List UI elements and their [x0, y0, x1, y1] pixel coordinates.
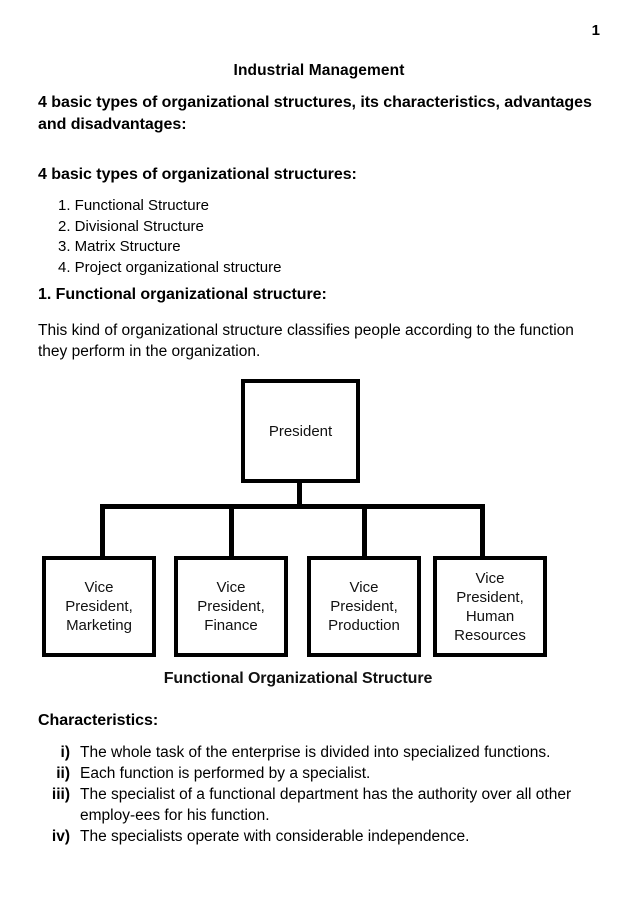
- org-node-label: Vice President, Human Resources: [454, 569, 526, 644]
- list-item: 1. Functional Structure: [58, 197, 209, 214]
- functional-structure-paragraph: This kind of organizational structure cl…: [38, 322, 574, 360]
- characteristics-heading: Characteristics:: [38, 712, 159, 729]
- connector-drop-production: [362, 504, 367, 558]
- connector-drop-marketing: [100, 504, 105, 558]
- org-node-label: President: [268, 422, 333, 440]
- list-item-text: The whole task of the enterprise is divi…: [80, 744, 551, 761]
- list-item-marker: i): [60, 744, 70, 761]
- list-item: ii) Each function is performed by a spec…: [38, 763, 618, 784]
- org-chart-caption: Functional Organizational Structure: [163, 670, 433, 687]
- connector-horizontal-bus: [100, 504, 485, 509]
- connector-drop-finance: [229, 504, 234, 558]
- list-item: iii) The specialist of a functional depa…: [38, 784, 618, 826]
- document-title: Industrial Management: [233, 62, 405, 79]
- list-item: i) The whole task of the enterprise is d…: [38, 742, 618, 763]
- functional-structure-heading: 1. Functional organizational structure:: [38, 286, 327, 303]
- org-node-label: Vice President, Finance: [197, 579, 265, 634]
- list-item-marker: ii): [56, 765, 70, 782]
- structure-types-list: 1. Functional Structure 2. Divisional St…: [58, 196, 598, 278]
- list-item-text: The specialists operate with considerabl…: [80, 828, 470, 845]
- list-item-marker: iv): [51, 828, 70, 845]
- list-item-marker: iii): [51, 786, 70, 803]
- list-item-text: Each function is performed by a speciali…: [80, 765, 371, 782]
- org-node-vp-marketing: Vice President, Marketing: [42, 556, 156, 657]
- list-item: iv) The specialists operate with conside…: [38, 826, 618, 847]
- org-node-vp-human-resources: Vice President, Human Resources: [433, 556, 547, 657]
- org-node-vp-production: Vice President, Production: [307, 556, 421, 657]
- connector-president-stem: [297, 483, 302, 507]
- list-item-text: The specialist of a functional departmen…: [80, 786, 572, 824]
- org-node-vp-finance: Vice President, Finance: [174, 556, 288, 657]
- characteristics-list: i) The whole task of the enterprise is d…: [38, 742, 618, 847]
- connector-drop-human-resources: [480, 504, 485, 558]
- org-node-label: Vice President, Production: [328, 579, 400, 634]
- types-heading: 4 basic types of organizational structur…: [38, 166, 357, 183]
- list-item: 4. Project organizational structure: [58, 258, 282, 276]
- org-node-president: President: [241, 379, 360, 483]
- list-item: 2. Divisional Structure: [58, 217, 204, 235]
- page-number: 1: [591, 22, 600, 39]
- list-item: 3. Matrix Structure: [58, 238, 181, 255]
- org-node-label: Vice President, Marketing: [65, 579, 133, 634]
- intro-heading: 4 basic types of organizational structur…: [38, 94, 592, 133]
